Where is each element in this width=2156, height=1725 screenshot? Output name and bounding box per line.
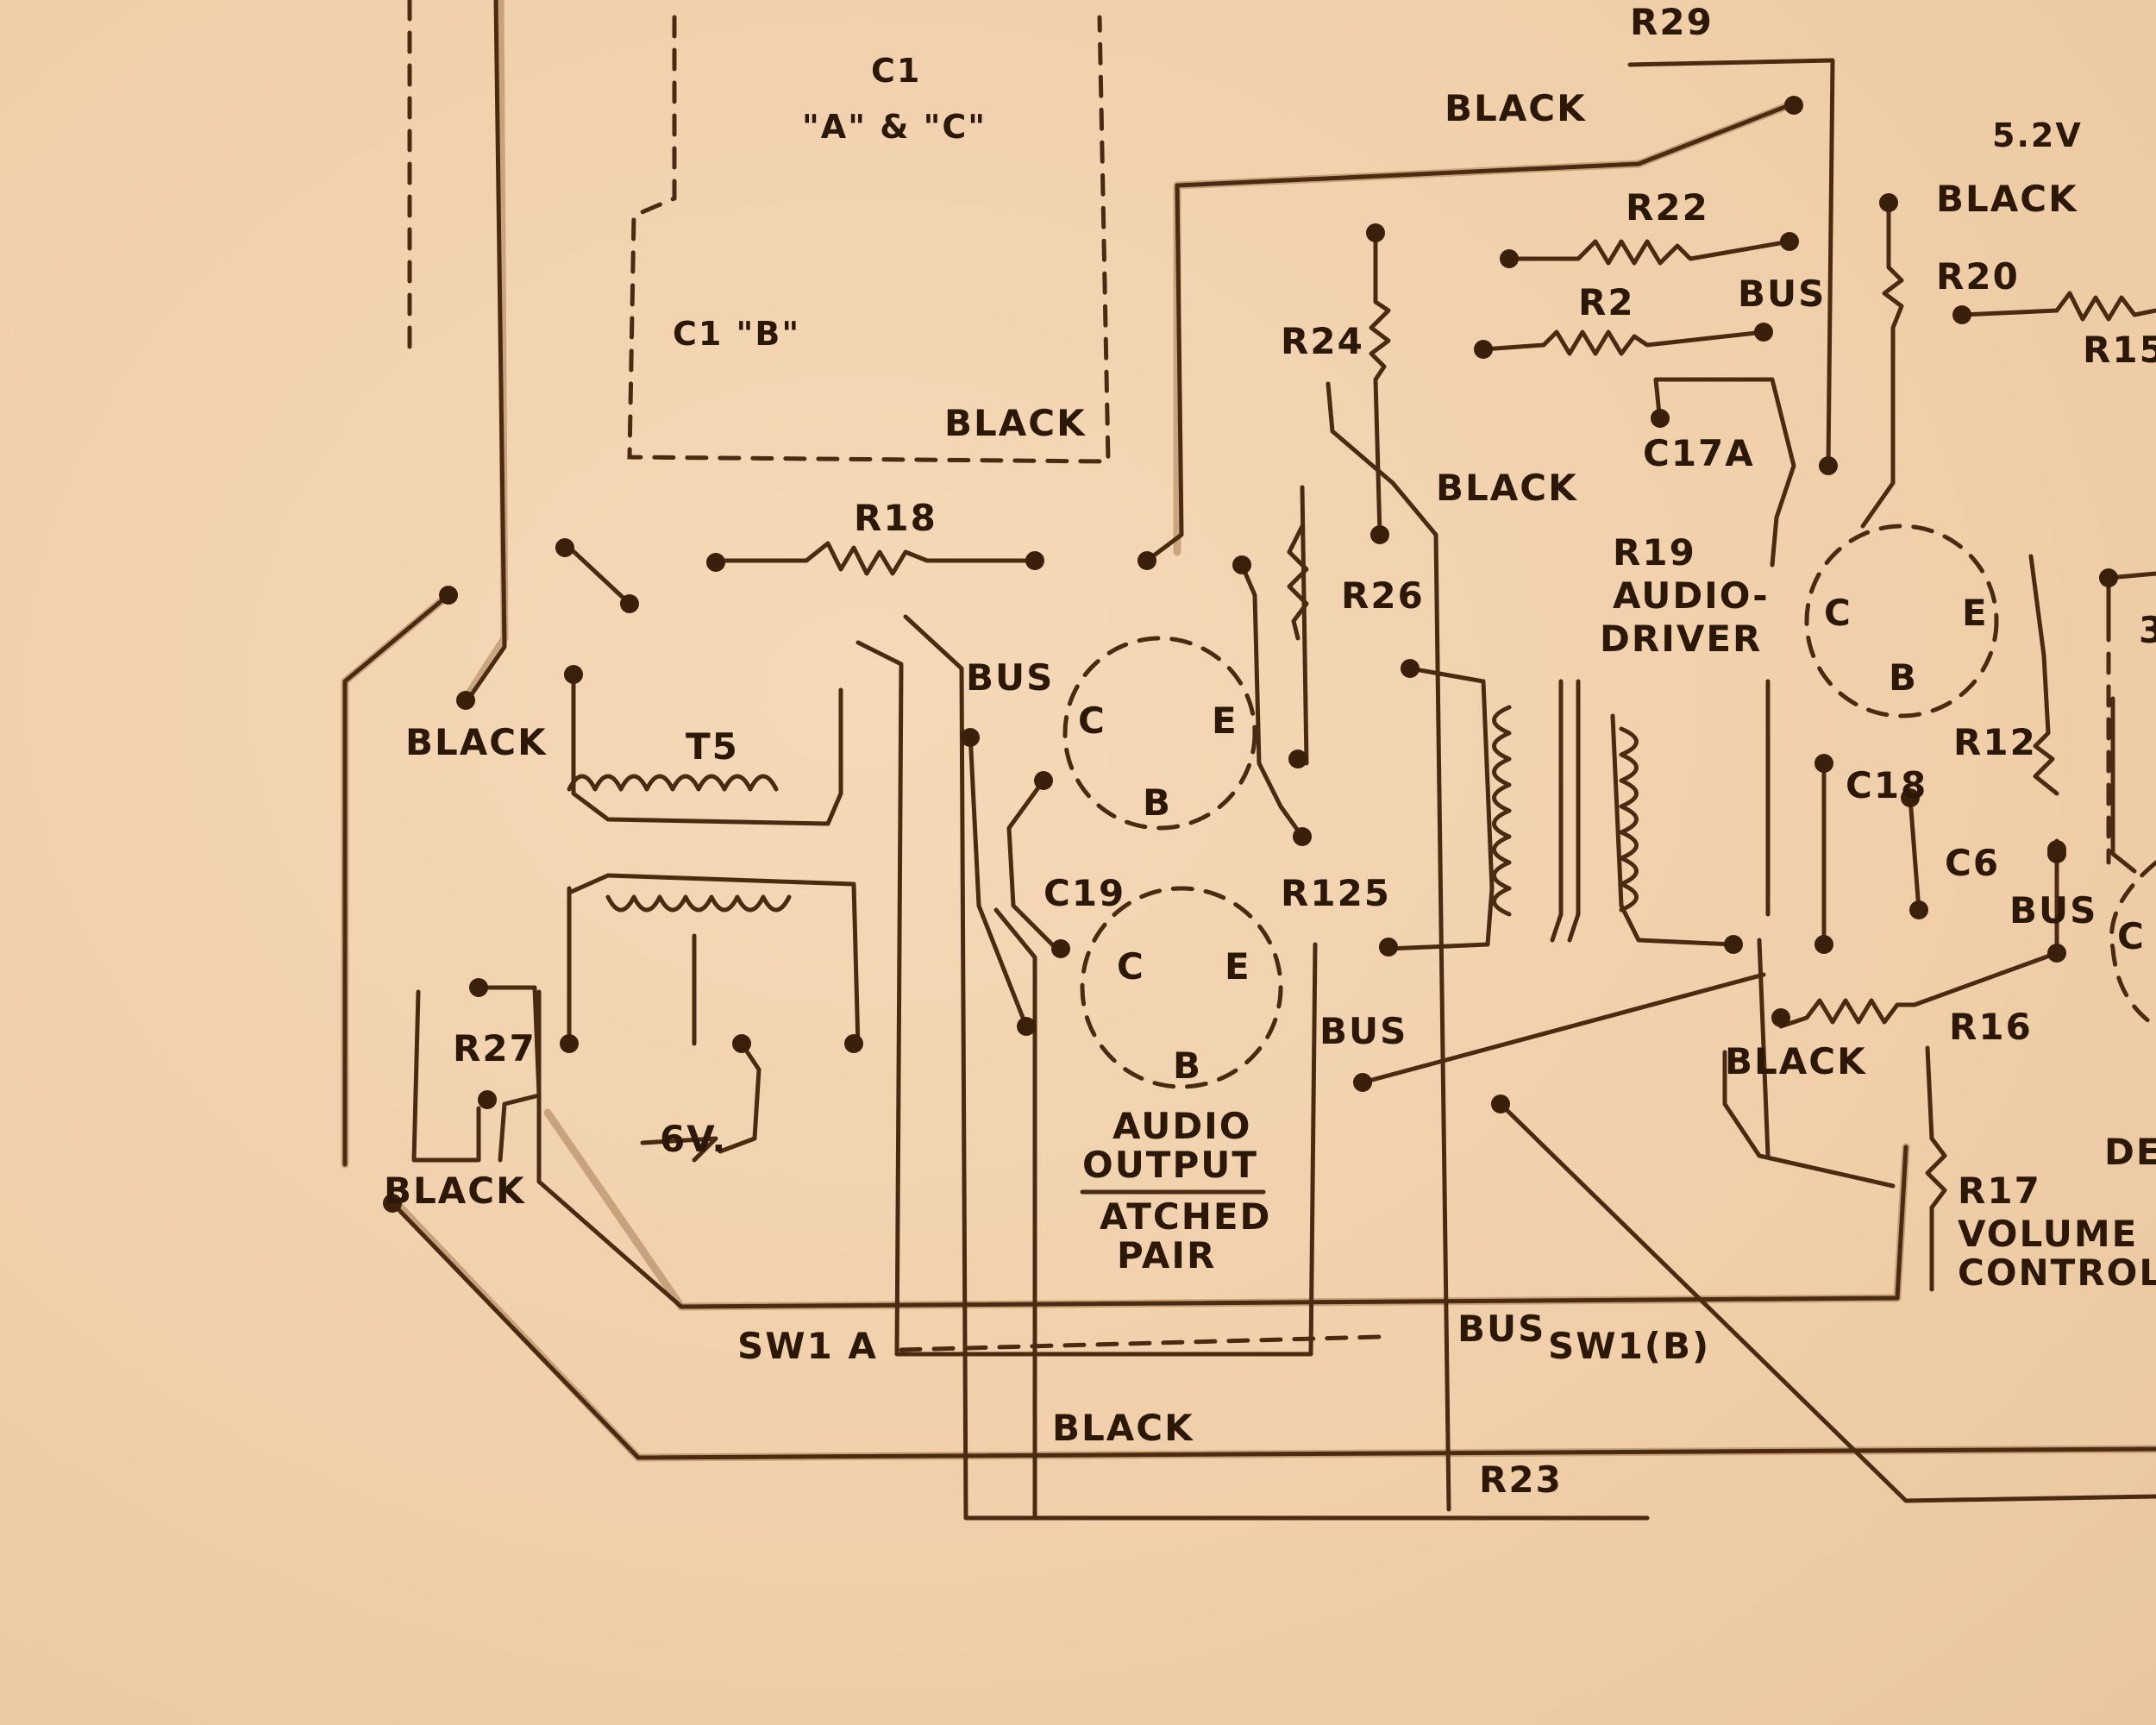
label-r23: R23 — [1479, 1458, 1563, 1501]
label-black-c1: BLACK — [944, 402, 1087, 444]
label-audio-output-3: ATCHED — [1100, 1195, 1271, 1238]
label-6v: 6V. — [660, 1118, 727, 1160]
label-r29: R29 — [1630, 1, 1714, 43]
label-c17a: C17A — [1643, 432, 1755, 474]
label-black-bottom: BLACK — [1052, 1407, 1194, 1449]
label-black-r16: BLACK — [1725, 1040, 1867, 1082]
label-r17: R17 — [1958, 1170, 2041, 1212]
label-bus-q1: BUS — [966, 656, 1054, 699]
transistor-outlines — [1062, 524, 2156, 1089]
wires — [342, 0, 2156, 1521]
label-q1-c: C — [1078, 699, 1106, 742]
label-c19: C19 — [1044, 872, 1125, 914]
label-c1-ac: "A" & "C" — [802, 108, 987, 146]
label-q2-c: C — [1117, 945, 1145, 988]
label-black-top: BLACK — [1445, 87, 1587, 129]
label-driver-b: B — [1889, 656, 1918, 699]
label-sw1b: SW1(B) — [1548, 1325, 1710, 1367]
label-three: 3 — [2139, 609, 2156, 651]
label-q1-b: B — [1143, 781, 1172, 824]
label-audio-output-4: PAIR — [1117, 1234, 1216, 1276]
label-5-2v: 5.2V — [1992, 116, 2083, 154]
label-q1-e: E — [1212, 699, 1238, 742]
label-r12: R12 — [1953, 721, 2037, 763]
t5-coil-top — [567, 774, 779, 792]
label-bus-q2: BUS — [1319, 1010, 1407, 1052]
label-driver-c: C — [1824, 592, 1852, 634]
t5-coil-bottom — [605, 894, 792, 913]
label-black-t5: BLACK — [405, 721, 548, 763]
label-c1-b: C1 "B" — [673, 315, 800, 353]
label-audio-driver-2: DRIVER — [1600, 618, 1762, 660]
label-black-r20: BLACK — [1936, 178, 2078, 220]
label-q2-e: E — [1225, 945, 1251, 988]
label-r19: R19 — [1613, 531, 1696, 574]
label-q2-b: B — [1173, 1044, 1202, 1087]
label-c1: C1 — [871, 52, 921, 90]
label-driver-e: E — [1962, 592, 1989, 634]
label-c18: C18 — [1846, 764, 1927, 806]
label-r27: R27 — [453, 1027, 536, 1070]
label-r22: R22 — [1626, 186, 1709, 229]
label-q3-c: C — [2117, 915, 2146, 957]
label-t5: T5 — [686, 725, 739, 768]
label-audio-output-2: OUTPUT — [1082, 1144, 1258, 1186]
switch-link-dashed — [899, 1334, 1382, 1352]
label-bus-r2: BUS — [1738, 273, 1826, 315]
label-control: CONTROL — [1958, 1251, 2156, 1294]
dashed-capacitor-c1 — [407, 0, 1111, 464]
label-de: DE — [2104, 1131, 2156, 1173]
label-black-mid: BLACK — [1436, 467, 1578, 509]
label-sw1a: SW1 A — [737, 1325, 878, 1367]
label-r125: R125 — [1281, 872, 1391, 914]
label-volume: VOLUME — [1958, 1213, 2138, 1255]
label-c6: C6 — [1945, 842, 2000, 884]
label-r26: R26 — [1341, 574, 1425, 617]
label-r24: R24 — [1281, 320, 1364, 362]
label-bus-sw: BUS — [1457, 1308, 1545, 1350]
label-r16: R16 — [1949, 1006, 2033, 1048]
holes — [383, 96, 2118, 1213]
label-bus-right: BUS — [2009, 889, 2097, 932]
label-r15: R15 — [2083, 329, 2156, 371]
label-audio-output-1: AUDIO — [1112, 1105, 1252, 1147]
label-r2: R2 — [1578, 281, 1635, 323]
label-audio-driver-1: AUDIO- — [1613, 574, 1770, 617]
label-black-r27: BLACK — [384, 1170, 526, 1212]
driver-transformer — [1492, 705, 1639, 917]
label-r18: R18 — [854, 497, 937, 539]
label-r20: R20 — [1936, 255, 2020, 298]
